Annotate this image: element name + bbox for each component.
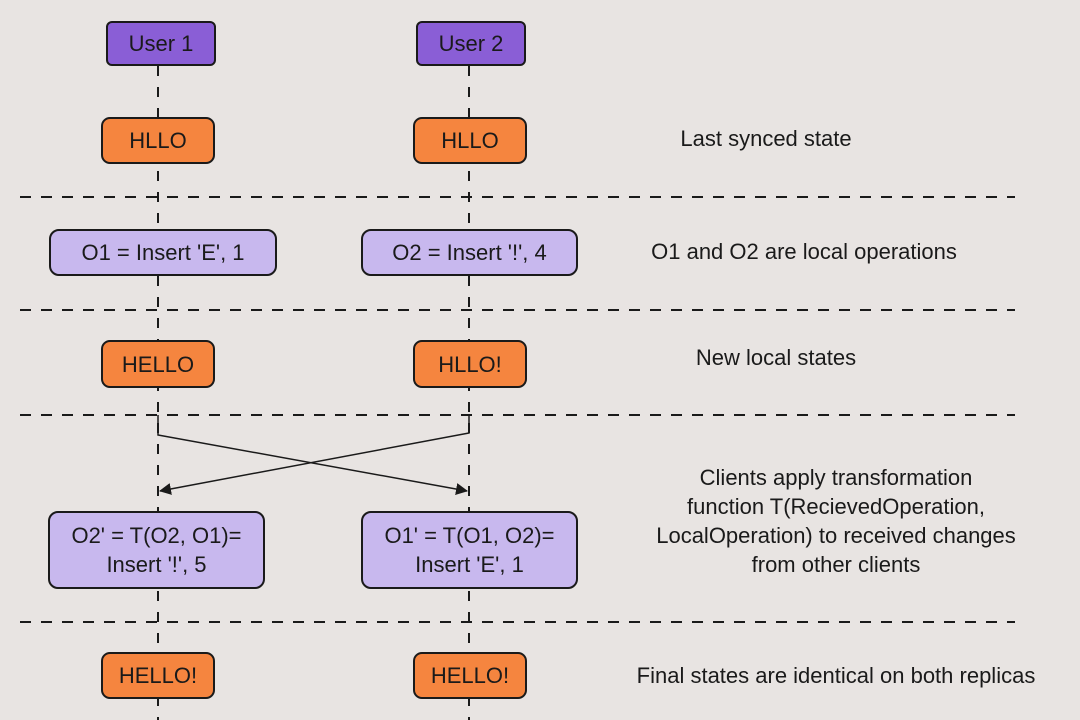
local-operations-note: O1 and O2 are local operations [651, 239, 957, 264]
user-1-header: User 1 [106, 21, 216, 66]
user-2-local-state: HLLO! [413, 340, 527, 388]
transformation-note: Clients apply transformation function T(… [656, 465, 1016, 577]
user-1-transformed-operation: O2' = T(O2, O1)= Insert '!', 5 [48, 511, 265, 589]
user-2-final-state: HELLO! [413, 652, 527, 699]
user-1-local-operation: O1 = Insert 'E', 1 [49, 229, 277, 276]
user-1-synced-state: HLLO [101, 117, 215, 164]
user-2-transformed-operation: O1' = T(O1, O2)= Insert 'E', 1 [361, 511, 578, 589]
synced-state-note: Last synced state [680, 126, 852, 151]
connector-user2-to-user1 [159, 415, 470, 495]
user-2-header: User 2 [416, 21, 526, 66]
final-states-note: Final states are identical on both repli… [636, 663, 1036, 688]
user-2-synced-state: HLLO [413, 117, 527, 164]
user-1-local-state: HELLO [101, 340, 215, 388]
user-2-local-operation: O2 = Insert '!', 4 [361, 229, 578, 276]
local-states-note: New local states [695, 345, 857, 370]
user-1-final-state: HELLO! [101, 652, 215, 699]
connector-user1-to-user2 [157, 415, 468, 495]
